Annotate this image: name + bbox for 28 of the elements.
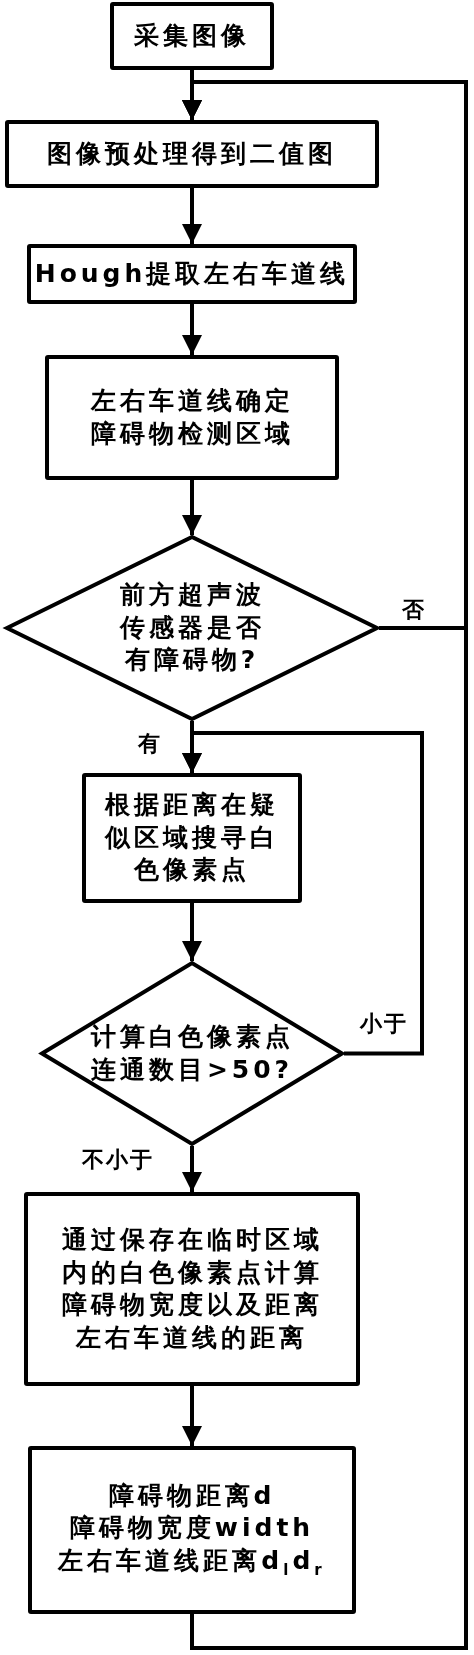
node-text: 障碍物宽度width (69, 1512, 315, 1545)
node-text: 图像预处理得到二值图 (47, 137, 337, 170)
process-box (27, 244, 357, 304)
decision-diamond (40, 961, 344, 1146)
arrow (182, 731, 424, 1056)
node-text: 左右车道线确定障碍物检测区域 (89, 385, 295, 450)
arrow (182, 1386, 202, 1446)
process-box (28, 1446, 356, 1614)
node-text: 左右车道线距离d$_{l}$d$_{r}$ (58, 1544, 326, 1581)
process-box (110, 2, 274, 70)
process-box (45, 355, 339, 480)
node-text: 计算白色像素点连通数目>50? (89, 1021, 295, 1086)
node-text: Hough提取左右车道线 (34, 257, 350, 290)
node-text: 通过保存在临时区域内的白色像素点计算障碍物宽度以及距离左右车道线的距离 (60, 1224, 324, 1354)
process-box (5, 120, 379, 188)
arrow (182, 1146, 202, 1192)
arrow (182, 188, 202, 244)
process-box (24, 1192, 360, 1386)
arrow (182, 480, 202, 535)
decision-diamond (5, 535, 379, 721)
process-box (82, 773, 302, 903)
arrow (182, 304, 202, 355)
arrow (182, 80, 468, 1650)
node-text: 采集图像 (134, 19, 250, 52)
node-text: 前方超声波传感器是否有障碍物? (118, 579, 266, 677)
arrow (182, 903, 202, 961)
node-text: 根据距离在疑似区域搜寻白色像素点 (103, 789, 280, 887)
node-text: 障碍物距离d (108, 1479, 276, 1512)
